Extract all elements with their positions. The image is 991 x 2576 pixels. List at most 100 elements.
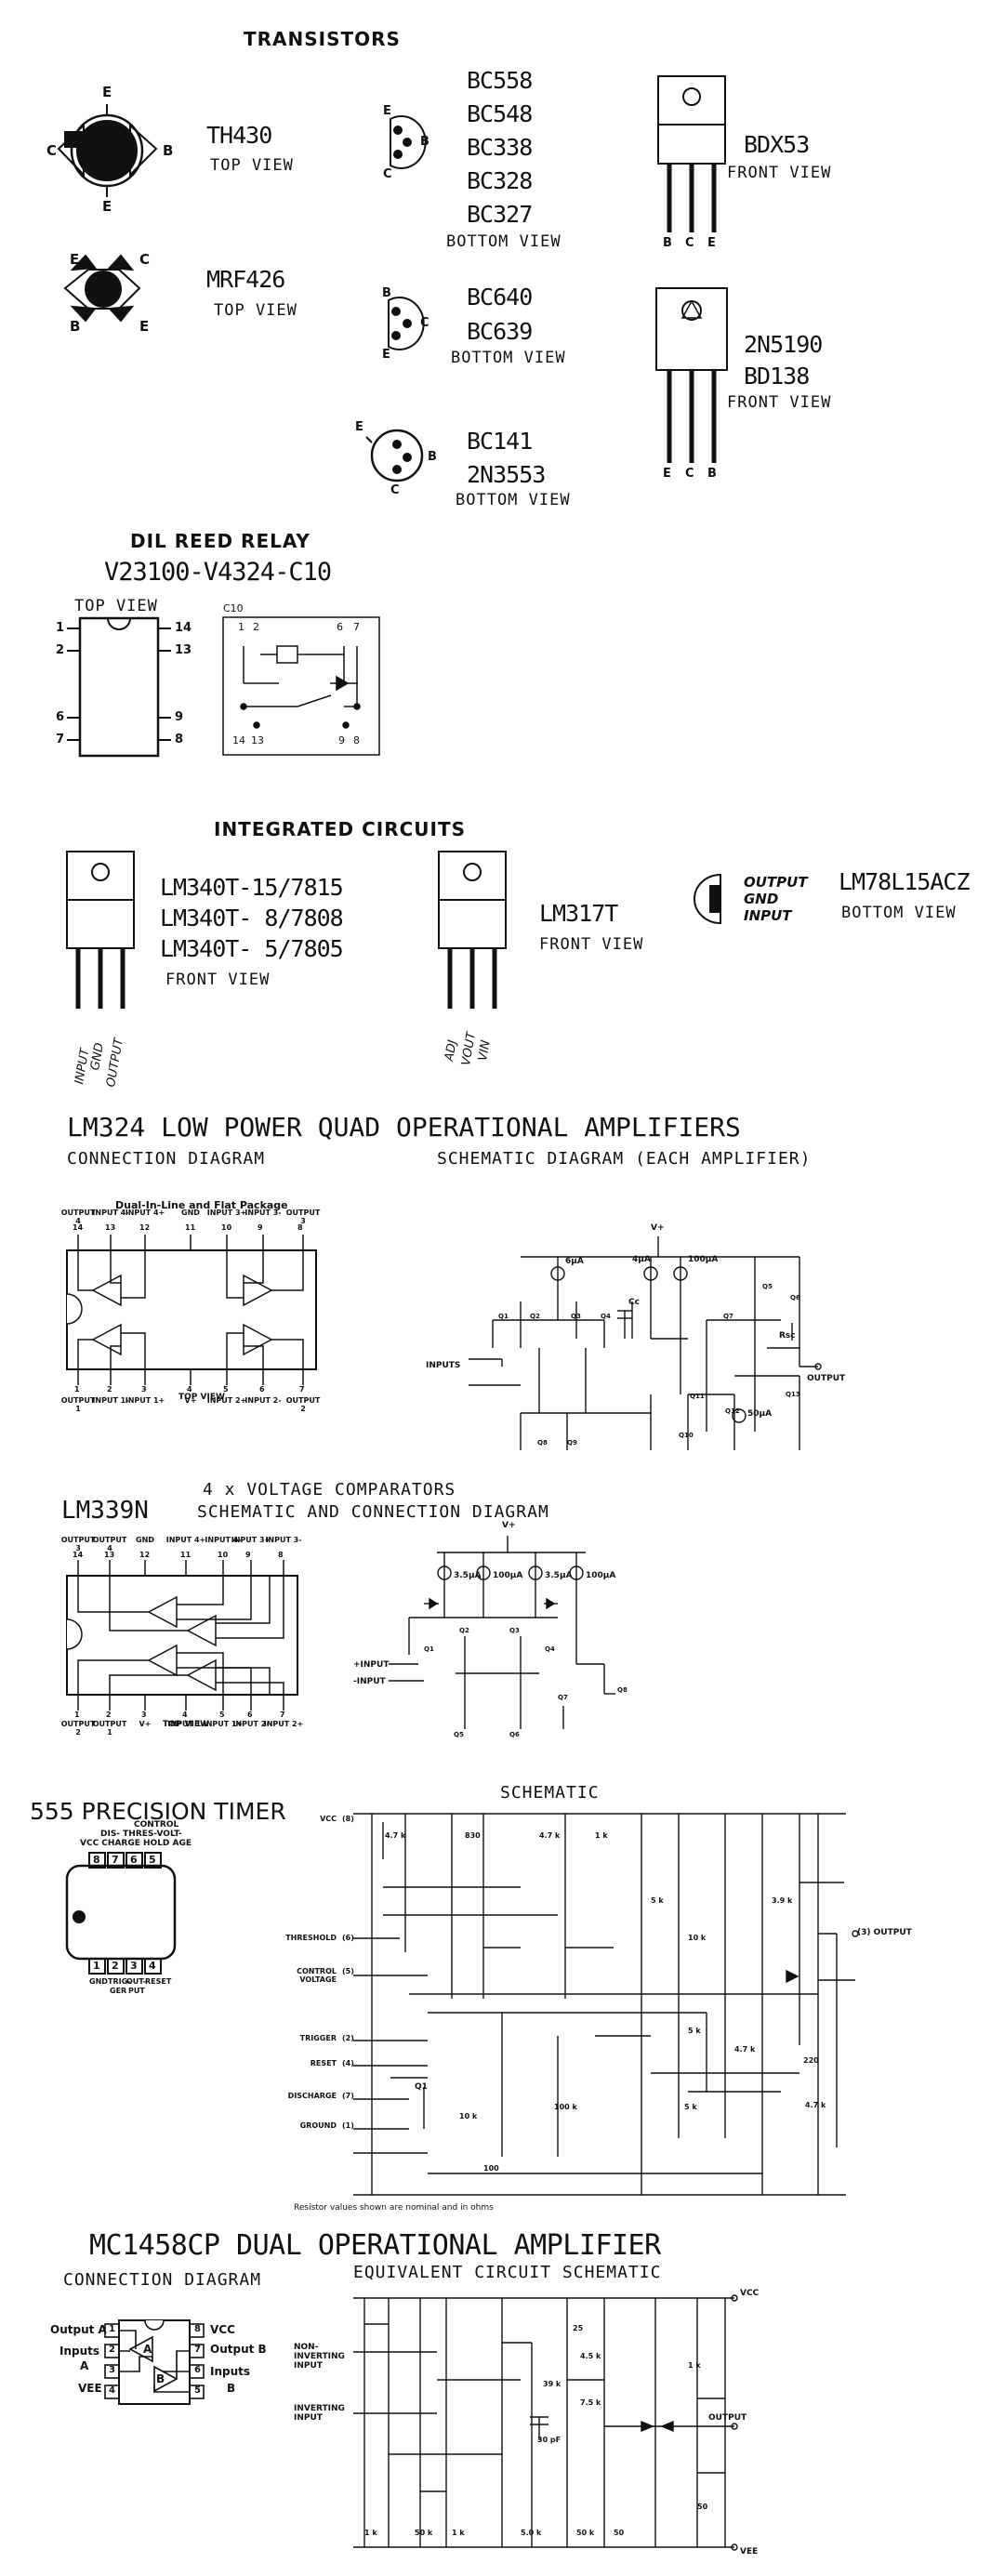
lm324-top-pin-label: OUTPUT 3 — [285, 1209, 321, 1225]
lm324-bottom-pin-label: INPUT 1- — [92, 1396, 129, 1405]
bc558-pin-c: C — [383, 167, 392, 181]
lm339-title: 4 x VOLTAGE COMPARATORS — [203, 1480, 456, 1499]
relay-pin-9: 9 — [175, 710, 184, 724]
ne555-resistor-label: 10 k — [688, 1934, 707, 1942]
lm324-bottom-pin-label: INPUT 1+ — [125, 1396, 165, 1405]
lm339-q-label: Q5 — [454, 1731, 464, 1738]
ne555-pin-name: TRIGGER — [299, 2034, 337, 2042]
lm324-q-label: Q5 — [762, 1283, 773, 1290]
lm324-i3: 100μA — [688, 1255, 719, 1264]
ne555-pin-name: GROUND — [299, 2121, 337, 2130]
lm324-q-label: Q11 — [690, 1393, 705, 1400]
lm339-q-label: Q3 — [509, 1627, 520, 1634]
bc141-pin-e: E — [355, 420, 363, 434]
lm324-bottom-pin-num: 4 — [187, 1385, 192, 1394]
lm324-top-pin-label: INPUT 4- — [92, 1209, 129, 1217]
bc141-view: BOTTOM VIEW — [456, 491, 571, 509]
lm78l15-pin-gnd: GND — [744, 891, 779, 907]
relay-pin-14: 14 — [175, 621, 192, 635]
lm324-top-pin-num: 14 — [73, 1223, 84, 1232]
mc1458-resistor-label: 1 k — [452, 2529, 465, 2537]
mc1458-resistor-label: 4.5 k — [580, 2352, 601, 2360]
lm339-bottom-pin-num: 3 — [141, 1711, 147, 1719]
lm339-top-pin-label: OUTPUT 3 — [60, 1536, 96, 1552]
ne555-pin-num: (4) — [342, 2059, 354, 2067]
relay-pin-7: 7 — [56, 733, 65, 746]
mrf426-package-icon — [63, 254, 141, 323]
mc1458-resistor-label: 30 pF — [537, 2436, 562, 2444]
relay-s-top-1: 1 — [238, 621, 244, 633]
lm339-top-pin-num: 9 — [245, 1551, 251, 1559]
lm339-top-pin-num: 10 — [218, 1551, 229, 1559]
lm324-bottom-pin-num: 7 — [299, 1385, 305, 1394]
ne555-resistor-label: 100 — [483, 2164, 499, 2173]
lm339-bottom-pin-num: 4 — [182, 1711, 188, 1719]
mc1458-resistor-label: 5.0 k — [521, 2529, 542, 2537]
lm339-q-label: Q7 — [558, 1694, 568, 1701]
relay-schematic-label: C10 — [223, 602, 244, 614]
lm324-rsc: Rsc — [779, 1331, 796, 1341]
lm339-nin: -INPUT — [353, 1677, 386, 1686]
n5190-view: FRONT VIEW — [727, 393, 832, 412]
n5190-pin-e: E — [663, 467, 671, 481]
ne555-schematic-icon — [353, 1813, 859, 2196]
relay-pin-2: 2 — [56, 643, 65, 657]
lm324-q-label: Q1 — [498, 1313, 509, 1320]
ne555-q1: Q1 — [415, 2082, 428, 2092]
ne555-resistor-label: 5 k — [688, 2027, 701, 2035]
bdx53-pin-b: B — [663, 236, 672, 250]
lm339-bottom-pin-label: INPUT 1- — [167, 1720, 205, 1728]
lm339-q-label: Q4 — [545, 1645, 555, 1653]
mc1458-resistor-label: 7.5 k — [580, 2398, 601, 2407]
lm339-top-pin-num: 13 — [104, 1551, 115, 1559]
lm324-title: LM324 LOW POWER QUAD OPERATIONAL AMPLIFI… — [67, 1112, 741, 1143]
lm339-q-label: Q2 — [459, 1627, 469, 1634]
lm339-top-pin-num: 14 — [73, 1551, 84, 1559]
lm324-top-pin-num: 9 — [258, 1223, 263, 1232]
lm78l15-pin-output: OUTPUT — [744, 874, 808, 891]
lm324-top-pin-num: 13 — [105, 1223, 116, 1232]
lm324-top-pin-num: 11 — [185, 1223, 196, 1232]
lm339-bottom-pin-label: OUTPUT 1 — [92, 1720, 127, 1737]
ne555-resistor-label: 220 — [803, 2056, 819, 2065]
ne555-resistor-label: 830 — [465, 1831, 481, 1840]
lm324-top-pin-num: 10 — [221, 1223, 232, 1232]
relay-s-top-2: 2 — [253, 621, 259, 633]
lm324-schematic-icon — [469, 1236, 822, 1450]
ne555-top-label-3: VCC CHARGE HOLD AGE — [80, 1839, 192, 1848]
mc1458-connection-icon — [104, 2319, 205, 2405]
bc558-package-icon — [390, 115, 427, 169]
mc1458-left-label: Inputs — [59, 2345, 100, 2358]
mc1458-resistor-label: 50 k — [415, 2529, 433, 2537]
relay-s-bot-9: 9 — [338, 734, 345, 746]
relay-s-bot-13: 13 — [251, 734, 264, 746]
lm339-pin: +INPUT — [353, 1660, 390, 1670]
lm339-bottom-pin-label: INPUT 2+ — [263, 1720, 304, 1728]
lm324-q-label: Q6 — [790, 1294, 800, 1301]
lm339-bottom-pin-label: INPUT 2- — [232, 1720, 270, 1728]
mc1458-schem-label: EQUIVALENT CIRCUIT SCHEMATIC — [353, 2263, 662, 2282]
th430-package-icon — [57, 104, 158, 197]
lm339-q-label: Q6 — [509, 1731, 520, 1738]
mc1458-output: OUTPUT — [708, 2413, 747, 2423]
mc1458-amp-b: B — [156, 2372, 165, 2385]
bdx53-pin-c: C — [685, 236, 694, 250]
relay-s-top-6: 6 — [337, 621, 343, 633]
bdx53-view: FRONT VIEW — [727, 164, 832, 182]
mc1458-left-label: VEE — [78, 2382, 102, 2395]
mc1458-right-pin-num: 6 — [194, 2365, 201, 2375]
lm78l15-package-icon — [694, 873, 721, 925]
lm324-q-label: Q12 — [725, 1407, 740, 1415]
ne555-bottom-pin-label: RESET — [145, 1977, 172, 1986]
n3553-part: 2N3553 — [467, 461, 546, 488]
lm339-top-pin-label: OUTPUT 4 — [92, 1536, 127, 1552]
lm324-top-pin-num: 8 — [297, 1223, 303, 1232]
bc558-pin-e: E — [383, 104, 391, 118]
lm324-bottom-pin-num: 6 — [259, 1385, 265, 1394]
bc640-pin-b: B — [382, 286, 391, 300]
ne555-resistor-label: 3.9 k — [772, 1896, 793, 1905]
n5190-pin-c: C — [685, 467, 694, 481]
mc1458-title: MC1458CP DUAL OPERATIONAL AMPLIFIER — [89, 2229, 661, 2262]
lm339-top-pin-num: 12 — [139, 1551, 151, 1559]
lm324-i4: 50μA — [747, 1409, 773, 1419]
